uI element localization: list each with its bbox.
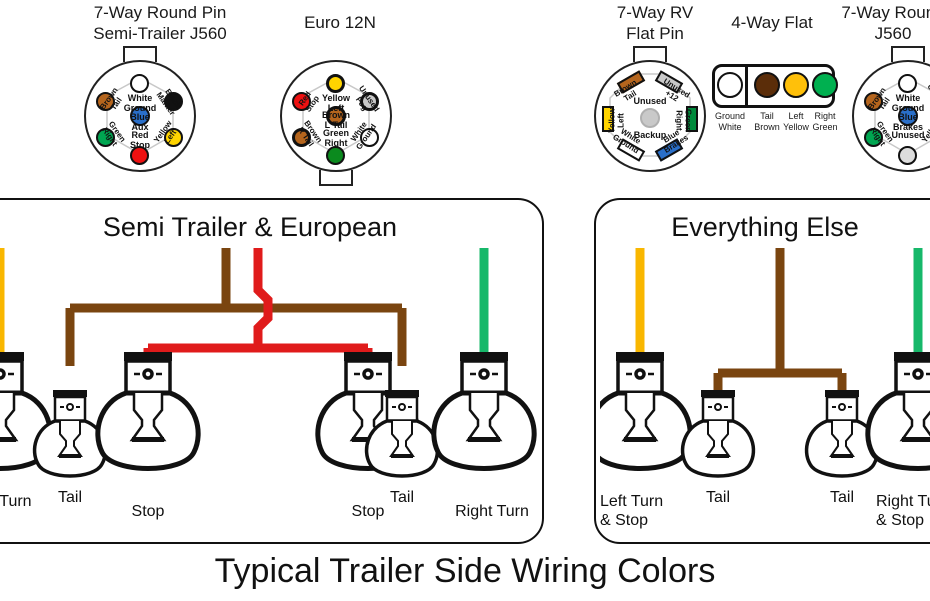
connector-title-euro-12n: Euro 12N — [304, 13, 376, 32]
page-title: Typical Trailer Side Wiring Colors — [214, 552, 716, 590]
pin-label-grey-unused-lower: Unused — [891, 130, 925, 140]
bulb-label-right-turn: Right Turn — [455, 503, 529, 520]
pin-white-ground[interactable] — [717, 72, 743, 98]
bulb-label-tail-left: Tail — [57, 489, 82, 506]
pin-label-green-right: Right Green — [812, 111, 838, 132]
connector-title-seven-way-rv-flat-pin: 7-Way RV Flat Pin — [616, 3, 694, 43]
pin-brown-tail[interactable] — [754, 72, 780, 98]
connector-title-seven-way-round-semi-j560: 7-Way Round Pin Semi-Trailer J560 — [93, 3, 227, 43]
connector-seven-way-round-j560-right[interactable]: White Ground Unused Yellow Left Unused G… — [852, 46, 930, 186]
bulb-label-stop-left: Stop — [131, 503, 165, 520]
pin-label-backup: Backup — [633, 130, 667, 140]
pin-green-right[interactable] — [812, 72, 838, 98]
pin-label-blue-aux: Blue Aux — [130, 112, 150, 132]
connector-seven-way-rv-flat-pin[interactable]: Brown Tail Unused +12 Yellow Left Green … — [594, 46, 706, 186]
pin-label-green-right: Green Right — [322, 128, 349, 148]
connector-title-four-way-flat: 4-Way Flat — [731, 13, 813, 32]
pin-red-stop[interactable] — [292, 92, 311, 111]
bulbs-semi-trailer-european — [0, 352, 537, 478]
bulb-label-right-turn-stop: Right Turn & Stop — [876, 493, 930, 529]
pin-layout: Yellow Left Unused Fog White Ground Gree… — [280, 60, 392, 172]
pin-brown-tail[interactable] — [96, 92, 115, 111]
pin-yellow-left[interactable] — [326, 74, 345, 93]
pin-label-brown-tail: Tail Brown — [754, 111, 780, 132]
pin-yellow-left[interactable] — [164, 128, 183, 147]
pin-yellow-left[interactable] — [783, 72, 809, 98]
pin-brown-tail[interactable] — [864, 92, 883, 111]
pin-black-marker[interactable] — [164, 92, 183, 111]
pin-white-ground[interactable] — [130, 74, 149, 93]
blade-yellow-left[interactable] — [602, 106, 614, 132]
pin-layout: Brown Tail Unused +12 Yellow Left Green … — [594, 60, 706, 172]
pin-layout: White Ground Black Marker Yellow Left Re… — [84, 60, 196, 172]
pin-red-stop[interactable] — [130, 146, 149, 165]
panel-title-semi-trailer-european: Semi Trailer & European — [102, 212, 398, 242]
pin-white-ground[interactable] — [898, 74, 917, 93]
connector-seven-way-round-semi-j560[interactable]: White Ground Black Marker Yellow Left Re… — [84, 46, 196, 186]
bulb-label-tail-left: Tail — [705, 489, 730, 506]
pin-blue-brakes[interactable] — [898, 106, 918, 126]
pin-label-yellow-left: Yellow Left — [321, 93, 350, 113]
pin-grey-unused-fog[interactable] — [360, 92, 379, 111]
wiring-semi-trailer-european — [0, 248, 489, 366]
pin-label-blue-brakes: Blue Brakes — [892, 112, 924, 132]
panel-semi-trailer-european — [0, 198, 544, 544]
pin-label-yellow-left: Left Yellow — [783, 111, 809, 132]
pin-label-white-ground: Ground White — [714, 111, 746, 132]
pin-label-red-stop: Red Stop — [130, 130, 150, 150]
connector-tab — [891, 46, 925, 62]
pin-blue-aux[interactable] — [130, 106, 150, 126]
bulb-label-stop-right: Stop — [351, 503, 385, 520]
pin-grey-unused-backup[interactable] — [640, 108, 660, 128]
connector-title-seven-way-round-j560-right: 7-Way Round J560 — [841, 3, 930, 43]
bulb-label-left-turn: Left Turn — [0, 493, 32, 510]
connector-divider — [745, 64, 748, 108]
bulb-label-left-turn-stop: Left Turn & Stop — [600, 493, 664, 529]
pin-label-brown-l-tail: Brown L Tail — [322, 110, 350, 130]
pin-label-white-ground: White Ground — [891, 93, 925, 113]
pin-brown-r-tail[interactable] — [292, 128, 311, 147]
connector-euro-12n[interactable]: Yellow Left Unused Fog White Ground Gree… — [280, 46, 392, 186]
connector-tab — [319, 170, 353, 186]
bulbs-everything-else — [600, 352, 930, 478]
pin-label-white-ground: White Ground — [123, 93, 157, 113]
wiring-everything-else — [635, 248, 923, 400]
pin-layout: White Ground Unused Yellow Left Unused G… — [852, 60, 930, 172]
bulb-label-tail-right: Tail — [829, 489, 854, 506]
connector-tab — [123, 46, 157, 62]
pin-green-right[interactable] — [326, 146, 345, 165]
pin-green-right[interactable] — [864, 128, 883, 147]
panel-title-everything-else: Everything Else — [671, 212, 859, 242]
pin-green-right[interactable] — [96, 128, 115, 147]
pin-label-unused: Unused — [633, 96, 667, 106]
bulb-label-tail-right: Tail — [389, 489, 414, 506]
pin-brown-l-tail[interactable] — [326, 106, 346, 126]
pin-white-ground[interactable] — [360, 128, 379, 147]
pin-grey-unused-lower[interactable] — [898, 146, 917, 165]
connector-tab — [633, 46, 667, 62]
blade-green-right[interactable] — [686, 106, 698, 132]
